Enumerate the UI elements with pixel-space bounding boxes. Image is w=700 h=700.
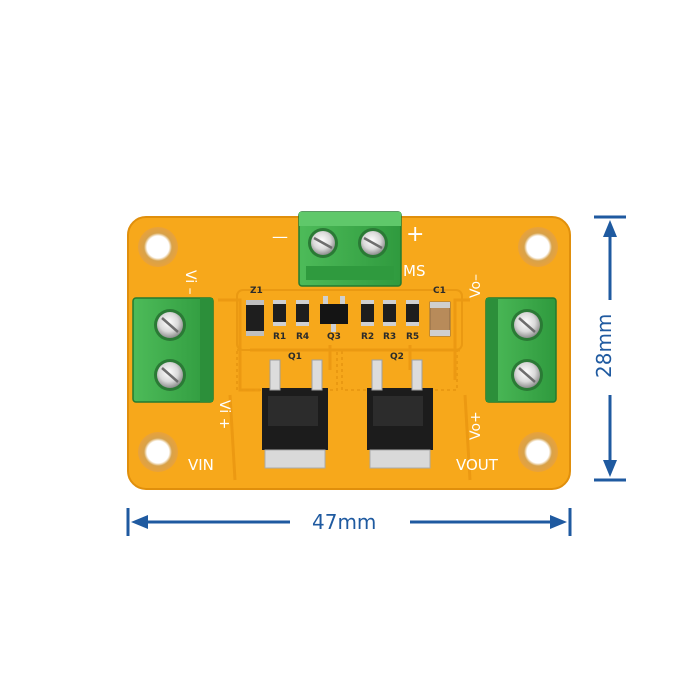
width-dimension-label: 47mm bbox=[312, 510, 377, 534]
designator-r4: R4 bbox=[296, 332, 310, 342]
mosfet-q1 bbox=[262, 359, 328, 469]
plus-label: + bbox=[406, 222, 425, 247]
mounting-holes bbox=[138, 227, 558, 472]
width-dimension-line bbox=[126, 508, 572, 536]
height-dimension-label: 28mm bbox=[592, 313, 616, 378]
vi-minus-label: Vi – bbox=[182, 270, 198, 295]
designator-r1: R1 bbox=[273, 332, 287, 342]
right-terminal-block bbox=[485, 297, 557, 403]
vin-label: VIN bbox=[188, 456, 214, 474]
mosfet-q2 bbox=[367, 359, 433, 469]
left-terminal-block bbox=[132, 297, 214, 403]
designator-q2: Q2 bbox=[390, 352, 404, 362]
top-terminal-block bbox=[298, 211, 402, 287]
designator-r2: R2 bbox=[361, 332, 375, 342]
smd-components bbox=[246, 296, 451, 337]
vi-plus-label: Vi + bbox=[216, 400, 232, 430]
minus-label: — bbox=[272, 227, 288, 246]
vo-minus-label: Vo– bbox=[468, 273, 484, 298]
designator-c1: C1 bbox=[433, 286, 446, 296]
designator-r3: R3 bbox=[383, 332, 397, 342]
vout-label: VOUT bbox=[456, 456, 498, 474]
ms-label: MS bbox=[403, 262, 426, 280]
designator-r5: R5 bbox=[406, 332, 420, 342]
designator-z1: Z1 bbox=[250, 286, 263, 296]
height-dimension-line bbox=[594, 215, 626, 482]
designator-q1: Q1 bbox=[288, 352, 302, 362]
vo-plus-label: Vo+ bbox=[468, 411, 484, 440]
designator-q3: Q3 bbox=[327, 332, 341, 342]
